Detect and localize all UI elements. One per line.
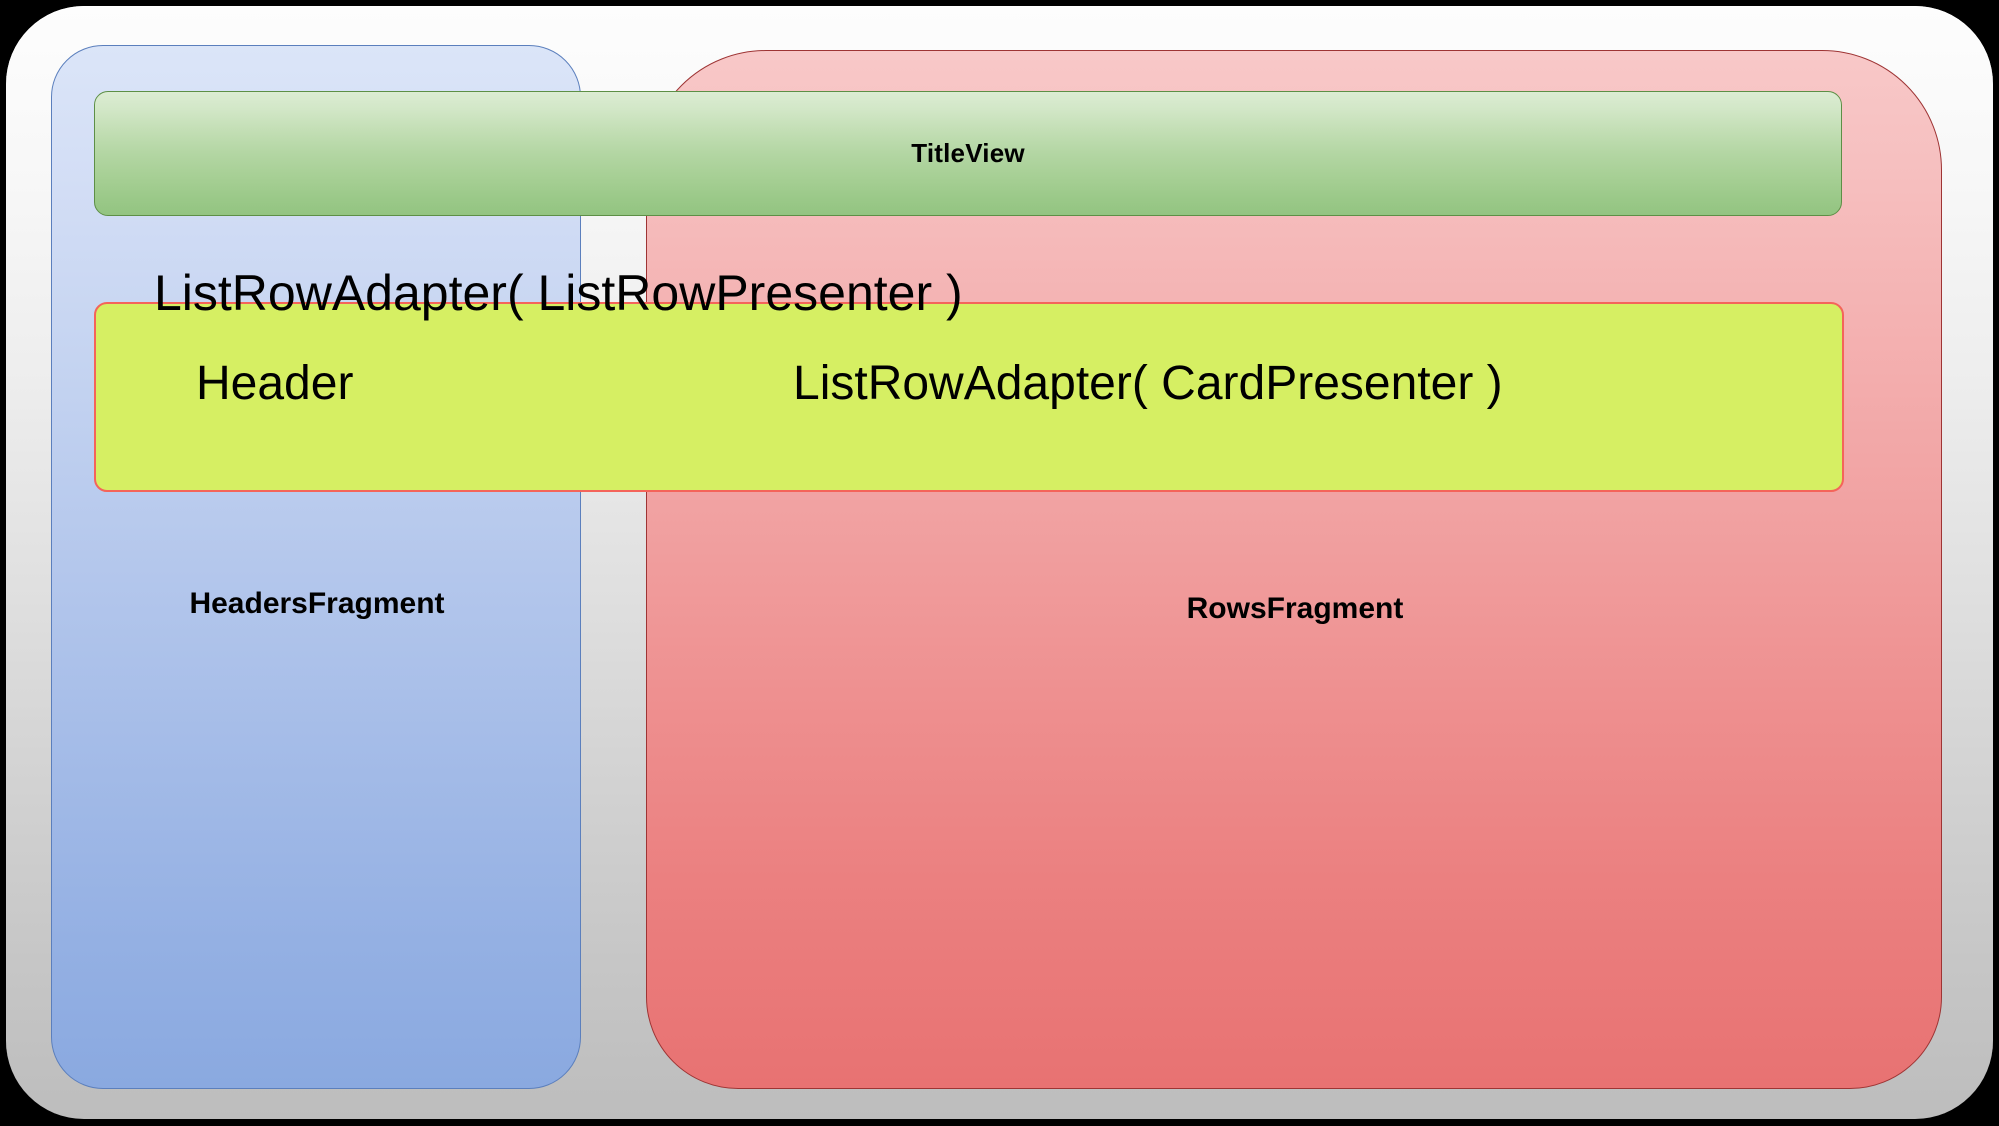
headers-fragment-panel[interactable]: HeadersFragment bbox=[51, 45, 581, 1089]
list-row-adapter-card-presenter-label: ListRowAdapter( CardPresenter ) bbox=[793, 357, 1503, 410]
rows-fragment-panel[interactable]: RowsFragment bbox=[646, 50, 1942, 1089]
title-view-bar[interactable]: TitleView bbox=[94, 91, 1842, 216]
list-row-box[interactable]: Header ListRowAdapter( CardPresenter ) bbox=[94, 302, 1844, 492]
row-header-label: Header bbox=[196, 357, 354, 410]
title-view-label: TitleView bbox=[911, 138, 1025, 168]
outer-container: HeadersFragment RowsFragment TitleView L… bbox=[6, 6, 1993, 1119]
headers-fragment-label: HeadersFragment bbox=[189, 587, 445, 620]
list-row-adapter-presenter-label: ListRowAdapter( ListRowPresenter ) bbox=[154, 265, 963, 321]
rows-fragment-label: RowsFragment bbox=[1186, 592, 1404, 625]
